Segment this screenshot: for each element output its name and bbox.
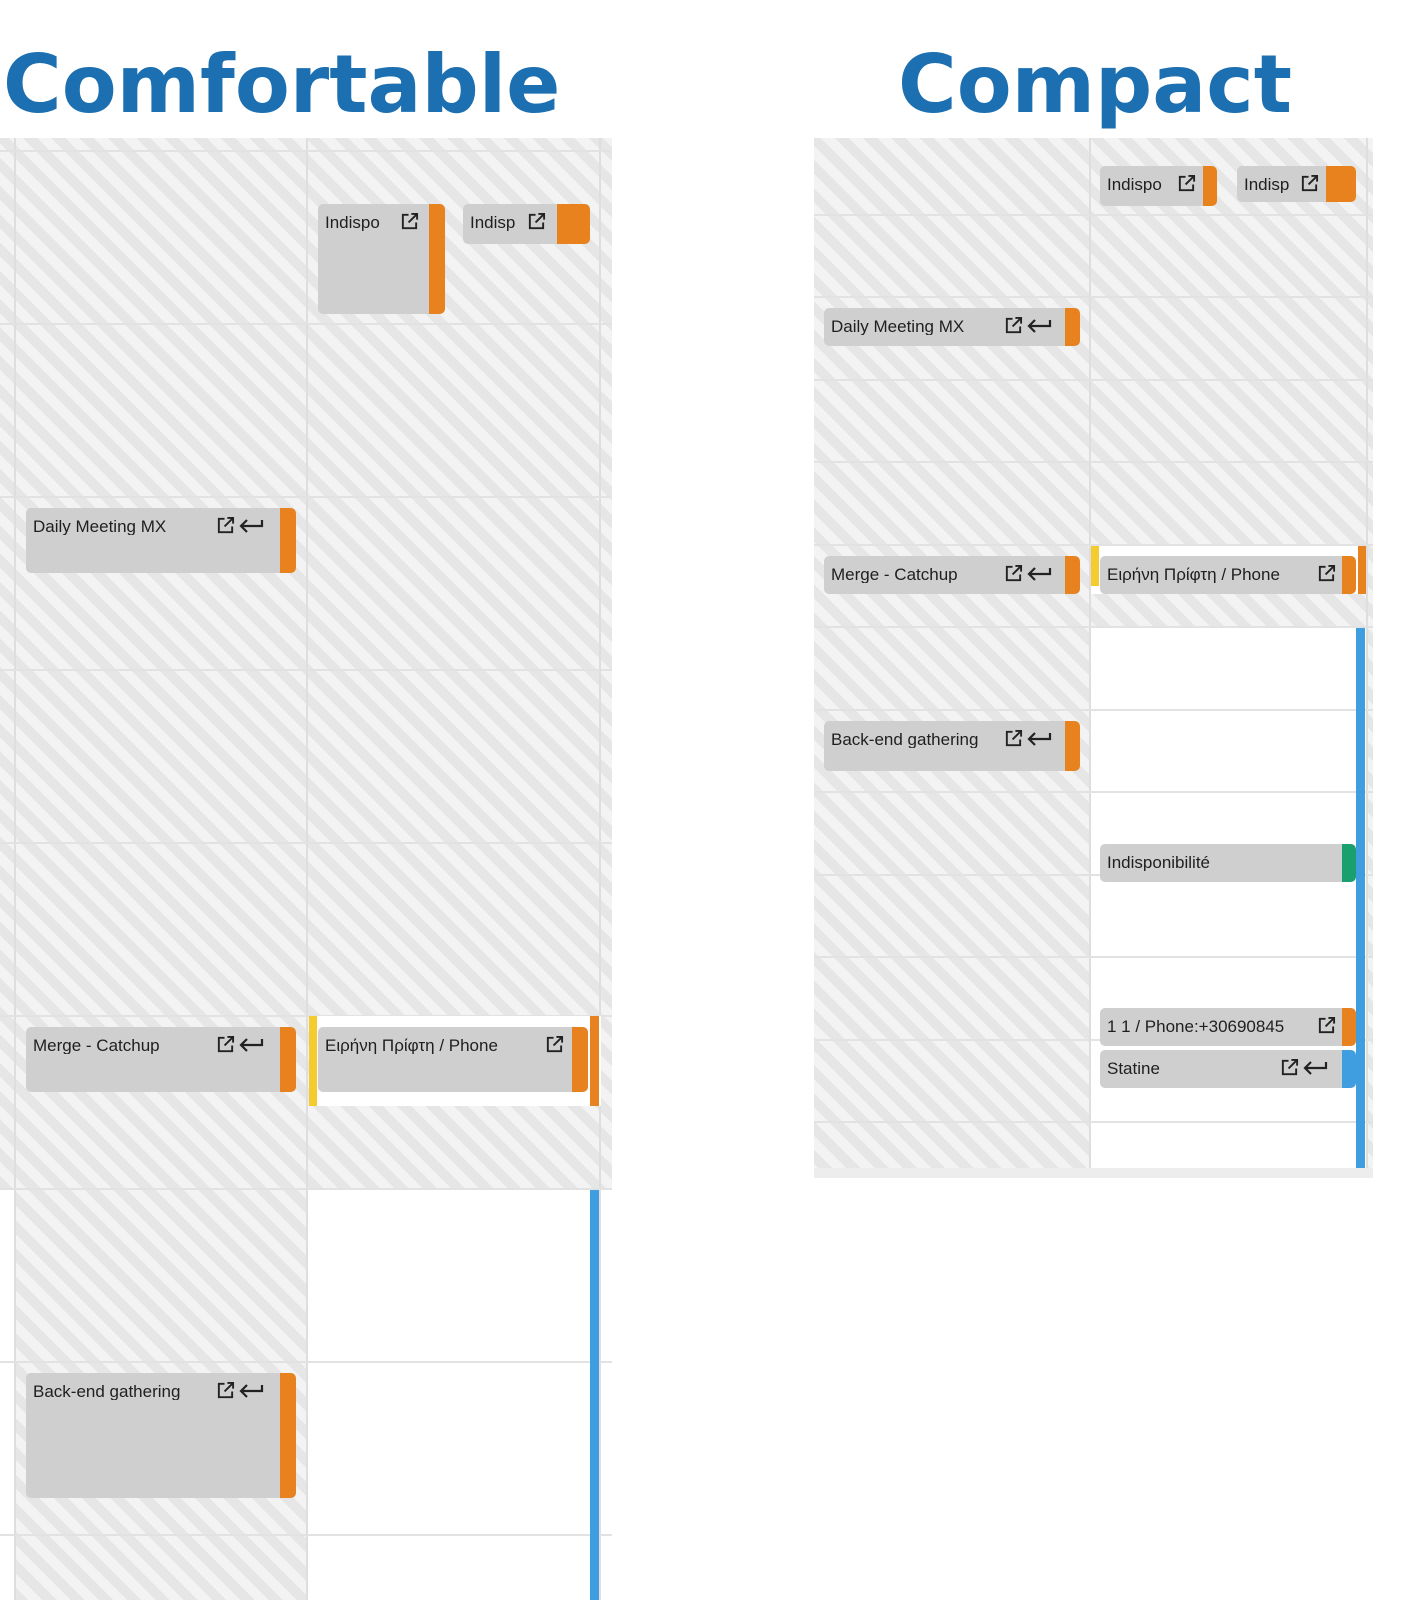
- external-link-icon[interactable]: [1317, 564, 1336, 583]
- comfortable-title: Comfortable: [3, 38, 561, 131]
- compact-title: Compact: [898, 38, 1292, 131]
- return-arrow-icon[interactable]: [238, 1383, 264, 1399]
- event-card[interactable]: Back-end gathering: [26, 1373, 296, 1498]
- event-status-strip: [1065, 556, 1080, 594]
- event-title: Ειρήνη Πρίφτη / Phone: [325, 1037, 498, 1054]
- event-icons: [1317, 1016, 1336, 1035]
- return-arrow-icon[interactable]: [1302, 1060, 1328, 1076]
- event-status-strip: [1065, 721, 1080, 771]
- event-status-strip: [280, 1373, 296, 1498]
- event-title: Indisp: [470, 214, 516, 231]
- event-card[interactable]: Indisp: [1237, 166, 1356, 202]
- return-arrow-icon[interactable]: [238, 518, 264, 534]
- external-link-icon[interactable]: [216, 516, 235, 535]
- external-link-icon[interactable]: [1004, 564, 1023, 583]
- event-icons: [1004, 729, 1052, 748]
- event-icons: [216, 1035, 264, 1054]
- event-icons: [527, 212, 546, 231]
- event-title: Indisp: [1244, 176, 1290, 193]
- event-status-strip: [280, 1027, 296, 1092]
- event-card[interactable]: Indisp: [463, 204, 590, 244]
- event-card[interactable]: 1 1 / Phone:+30690845: [1100, 1008, 1356, 1046]
- event-card[interactable]: Statine: [1100, 1050, 1356, 1088]
- slot-color-bar: [1358, 546, 1366, 594]
- event-icons: [1317, 564, 1336, 583]
- slot-color-bar: [1091, 546, 1099, 586]
- event-icons: [400, 212, 419, 231]
- event-icons: [1004, 564, 1052, 583]
- event-icons: [1004, 316, 1052, 335]
- event-title: Merge - Catchup: [33, 1037, 160, 1054]
- event-title: Indispo: [325, 214, 380, 231]
- return-arrow-icon[interactable]: [1026, 566, 1052, 582]
- slot-color-bar: [309, 1016, 317, 1106]
- event-title: Back-end gathering: [831, 731, 979, 748]
- event-title: Statine: [1107, 1060, 1160, 1077]
- slot-color-bar: [590, 1016, 599, 1106]
- event-icons: [216, 1381, 264, 1400]
- event-icons: [1177, 174, 1196, 193]
- return-arrow-icon[interactable]: [1026, 318, 1052, 334]
- event-card[interactable]: Ειρήνη Πρίφτη / Phone: [1100, 556, 1356, 594]
- external-link-icon[interactable]: [545, 1035, 564, 1054]
- event-title: Daily Meeting MX: [831, 318, 965, 335]
- event-status-strip: [1203, 166, 1217, 206]
- external-link-icon[interactable]: [1004, 316, 1023, 335]
- event-icons: [216, 516, 264, 535]
- external-link-icon[interactable]: [527, 212, 546, 231]
- external-link-icon[interactable]: [400, 212, 419, 231]
- event-title: Ειρήνη Πρίφτη / Phone: [1107, 566, 1280, 583]
- event-card[interactable]: Indisponibilité: [1100, 844, 1356, 882]
- event-card[interactable]: Merge - Catchup: [26, 1027, 296, 1092]
- event-icons: [1280, 1058, 1328, 1077]
- event-status-strip: [557, 204, 590, 244]
- event-status-strip: [1342, 1050, 1356, 1088]
- comfortable-calendar: Indispo Indisp Daily Meeting MX Merge - …: [0, 138, 612, 1600]
- external-link-icon[interactable]: [1004, 729, 1023, 748]
- available-area: [307, 1190, 612, 1600]
- event-status-strip: [1342, 844, 1356, 882]
- event-card[interactable]: Indispo: [1100, 166, 1217, 206]
- external-link-icon[interactable]: [1177, 174, 1196, 193]
- external-link-icon[interactable]: [216, 1035, 235, 1054]
- event-title: Back-end gathering: [33, 1383, 181, 1400]
- compact-bottom-edge: [814, 1168, 1373, 1178]
- event-status-strip: [1342, 1008, 1356, 1046]
- event-title: Indisponibilité: [1107, 854, 1211, 871]
- timeline-bar: [590, 1190, 599, 1600]
- event-card[interactable]: Merge - Catchup: [824, 556, 1080, 594]
- timeline-bar: [1356, 628, 1365, 1168]
- available-area: [0, 1190, 15, 1600]
- event-card[interactable]: Daily Meeting MX: [26, 508, 296, 573]
- external-link-icon[interactable]: [1280, 1058, 1299, 1077]
- external-link-icon[interactable]: [216, 1381, 235, 1400]
- event-title: Indispo: [1107, 176, 1162, 193]
- event-title: 1 1 / Phone:+30690845: [1107, 1018, 1285, 1035]
- event-card[interactable]: Ειρήνη Πρίφτη / Phone: [318, 1027, 588, 1092]
- compact-calendar: Indispo Indisp Daily Meeting MX Merge - …: [814, 138, 1373, 1178]
- event-title: Daily Meeting MX: [33, 518, 167, 535]
- return-arrow-icon[interactable]: [238, 1037, 264, 1053]
- external-link-icon[interactable]: [1317, 1016, 1336, 1035]
- event-card[interactable]: Back-end gathering: [824, 721, 1080, 771]
- event-status-strip: [1342, 556, 1356, 594]
- return-arrow-icon[interactable]: [1026, 731, 1052, 747]
- event-card[interactable]: Daily Meeting MX: [824, 308, 1080, 346]
- event-icons: [545, 1035, 564, 1054]
- event-status-strip: [280, 508, 296, 573]
- event-status-strip: [429, 204, 445, 314]
- event-card[interactable]: Indispo: [318, 204, 445, 314]
- event-status-strip: [1065, 308, 1080, 346]
- event-title: Merge - Catchup: [831, 566, 958, 583]
- event-icons: [1300, 174, 1319, 193]
- event-status-strip: [1326, 166, 1356, 202]
- event-status-strip: [572, 1027, 588, 1092]
- external-link-icon[interactable]: [1300, 174, 1319, 193]
